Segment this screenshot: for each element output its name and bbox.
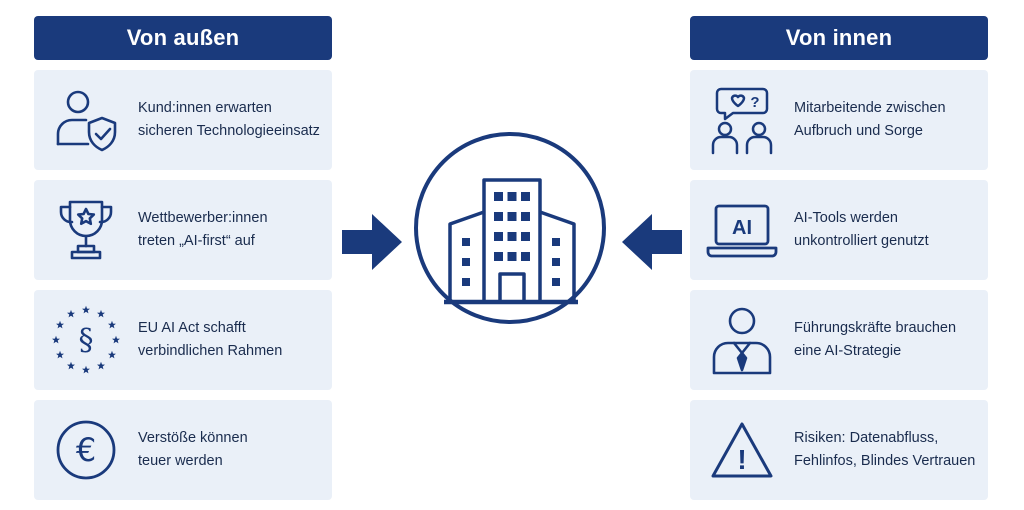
card-risks: ! Risiken: Datenabfluss, Fehlinfos, Blin… — [690, 400, 988, 500]
manager-icon — [690, 290, 794, 390]
eu-star — [52, 335, 60, 344]
card-text-line: Mitarbeitende zwischen — [794, 100, 946, 116]
eu-star — [67, 309, 75, 318]
arrow-left-icon — [620, 212, 682, 277]
trophy-icon — [34, 180, 138, 280]
card-employees: ? Mitarbeitende zwischen Aufbruch und So… — [690, 70, 988, 170]
card-text-line: unkontrolliert genutzt — [794, 233, 929, 249]
card-text-line: treten „AI-first“ auf — [138, 233, 255, 249]
card-text-line: Führungskräfte brauchen — [794, 320, 957, 336]
company-building-icon — [412, 130, 608, 331]
column-header-external: Von außen — [34, 16, 332, 60]
eu-star — [97, 309, 105, 318]
card-text-line: Verstöße können — [138, 430, 248, 446]
svg-text:AI: AI — [732, 217, 752, 239]
laptop-ai-icon: AI — [690, 180, 794, 280]
card-text-line: eine AI-Strategie — [794, 343, 902, 359]
card-text-line: Kund:innen erwarten — [138, 100, 272, 116]
employees-chat-icon: ? — [690, 70, 794, 170]
eu-star — [67, 361, 75, 370]
card-text-line: AI-Tools werden — [794, 210, 898, 226]
card-fines: € Verstöße können teuer werden — [34, 400, 332, 500]
card-customers: Kund:innen erwarten sicheren Technologie… — [34, 70, 332, 170]
svg-text:€: € — [76, 431, 96, 469]
card-text-line: EU AI Act schafft — [138, 320, 246, 336]
card-text-line: Wettbewerber:innen — [138, 210, 268, 226]
card-ai-tools: AI AI-Tools werden unkontrolliert genutz… — [690, 180, 988, 280]
card-competitors: Wettbewerber:innen treten „AI-first“ auf — [34, 180, 332, 280]
eu-star — [56, 350, 65, 359]
eu-star — [82, 305, 90, 314]
eu-paragraph-icon: § — [34, 290, 138, 390]
svg-text:?: ? — [750, 94, 759, 111]
card-text-line: Aufbruch und Sorge — [794, 123, 923, 139]
arrow-right-icon — [342, 212, 404, 277]
eu-star — [107, 350, 116, 359]
external-factors-column: Von außen Kund:innen erwarten sicheren T… — [34, 16, 332, 500]
internal-factors-column: Von innen ? Mitarbeitende zwischen Aufbr… — [690, 16, 988, 500]
card-text-line: verbindlichen Rahmen — [138, 343, 283, 359]
eu-star — [107, 320, 116, 329]
svg-text:!: ! — [737, 444, 746, 475]
warning-icon: ! — [690, 400, 794, 500]
card-leadership: Führungskräfte brauchen eine AI-Strategi… — [690, 290, 988, 390]
eu-star — [82, 365, 90, 374]
column-header-internal: Von innen — [690, 16, 988, 60]
card-text-line: sicheren Technologieeinsatz — [138, 123, 320, 139]
svg-text:§: § — [79, 323, 94, 358]
card-eu-ai-act: § EU AI Act schafft verbindlichen Rahmen — [34, 290, 332, 390]
card-text-line: Risiken: Datenabfluss, — [794, 430, 939, 446]
eu-star — [97, 361, 105, 370]
eu-star — [112, 335, 120, 344]
card-text-line: teuer werden — [138, 453, 223, 469]
person-shield-icon — [34, 70, 138, 170]
card-text-line: Fehlinfos, Blindes Vertrauen — [794, 453, 976, 469]
euro-coin-icon: € — [34, 400, 138, 500]
eu-star — [56, 320, 65, 329]
